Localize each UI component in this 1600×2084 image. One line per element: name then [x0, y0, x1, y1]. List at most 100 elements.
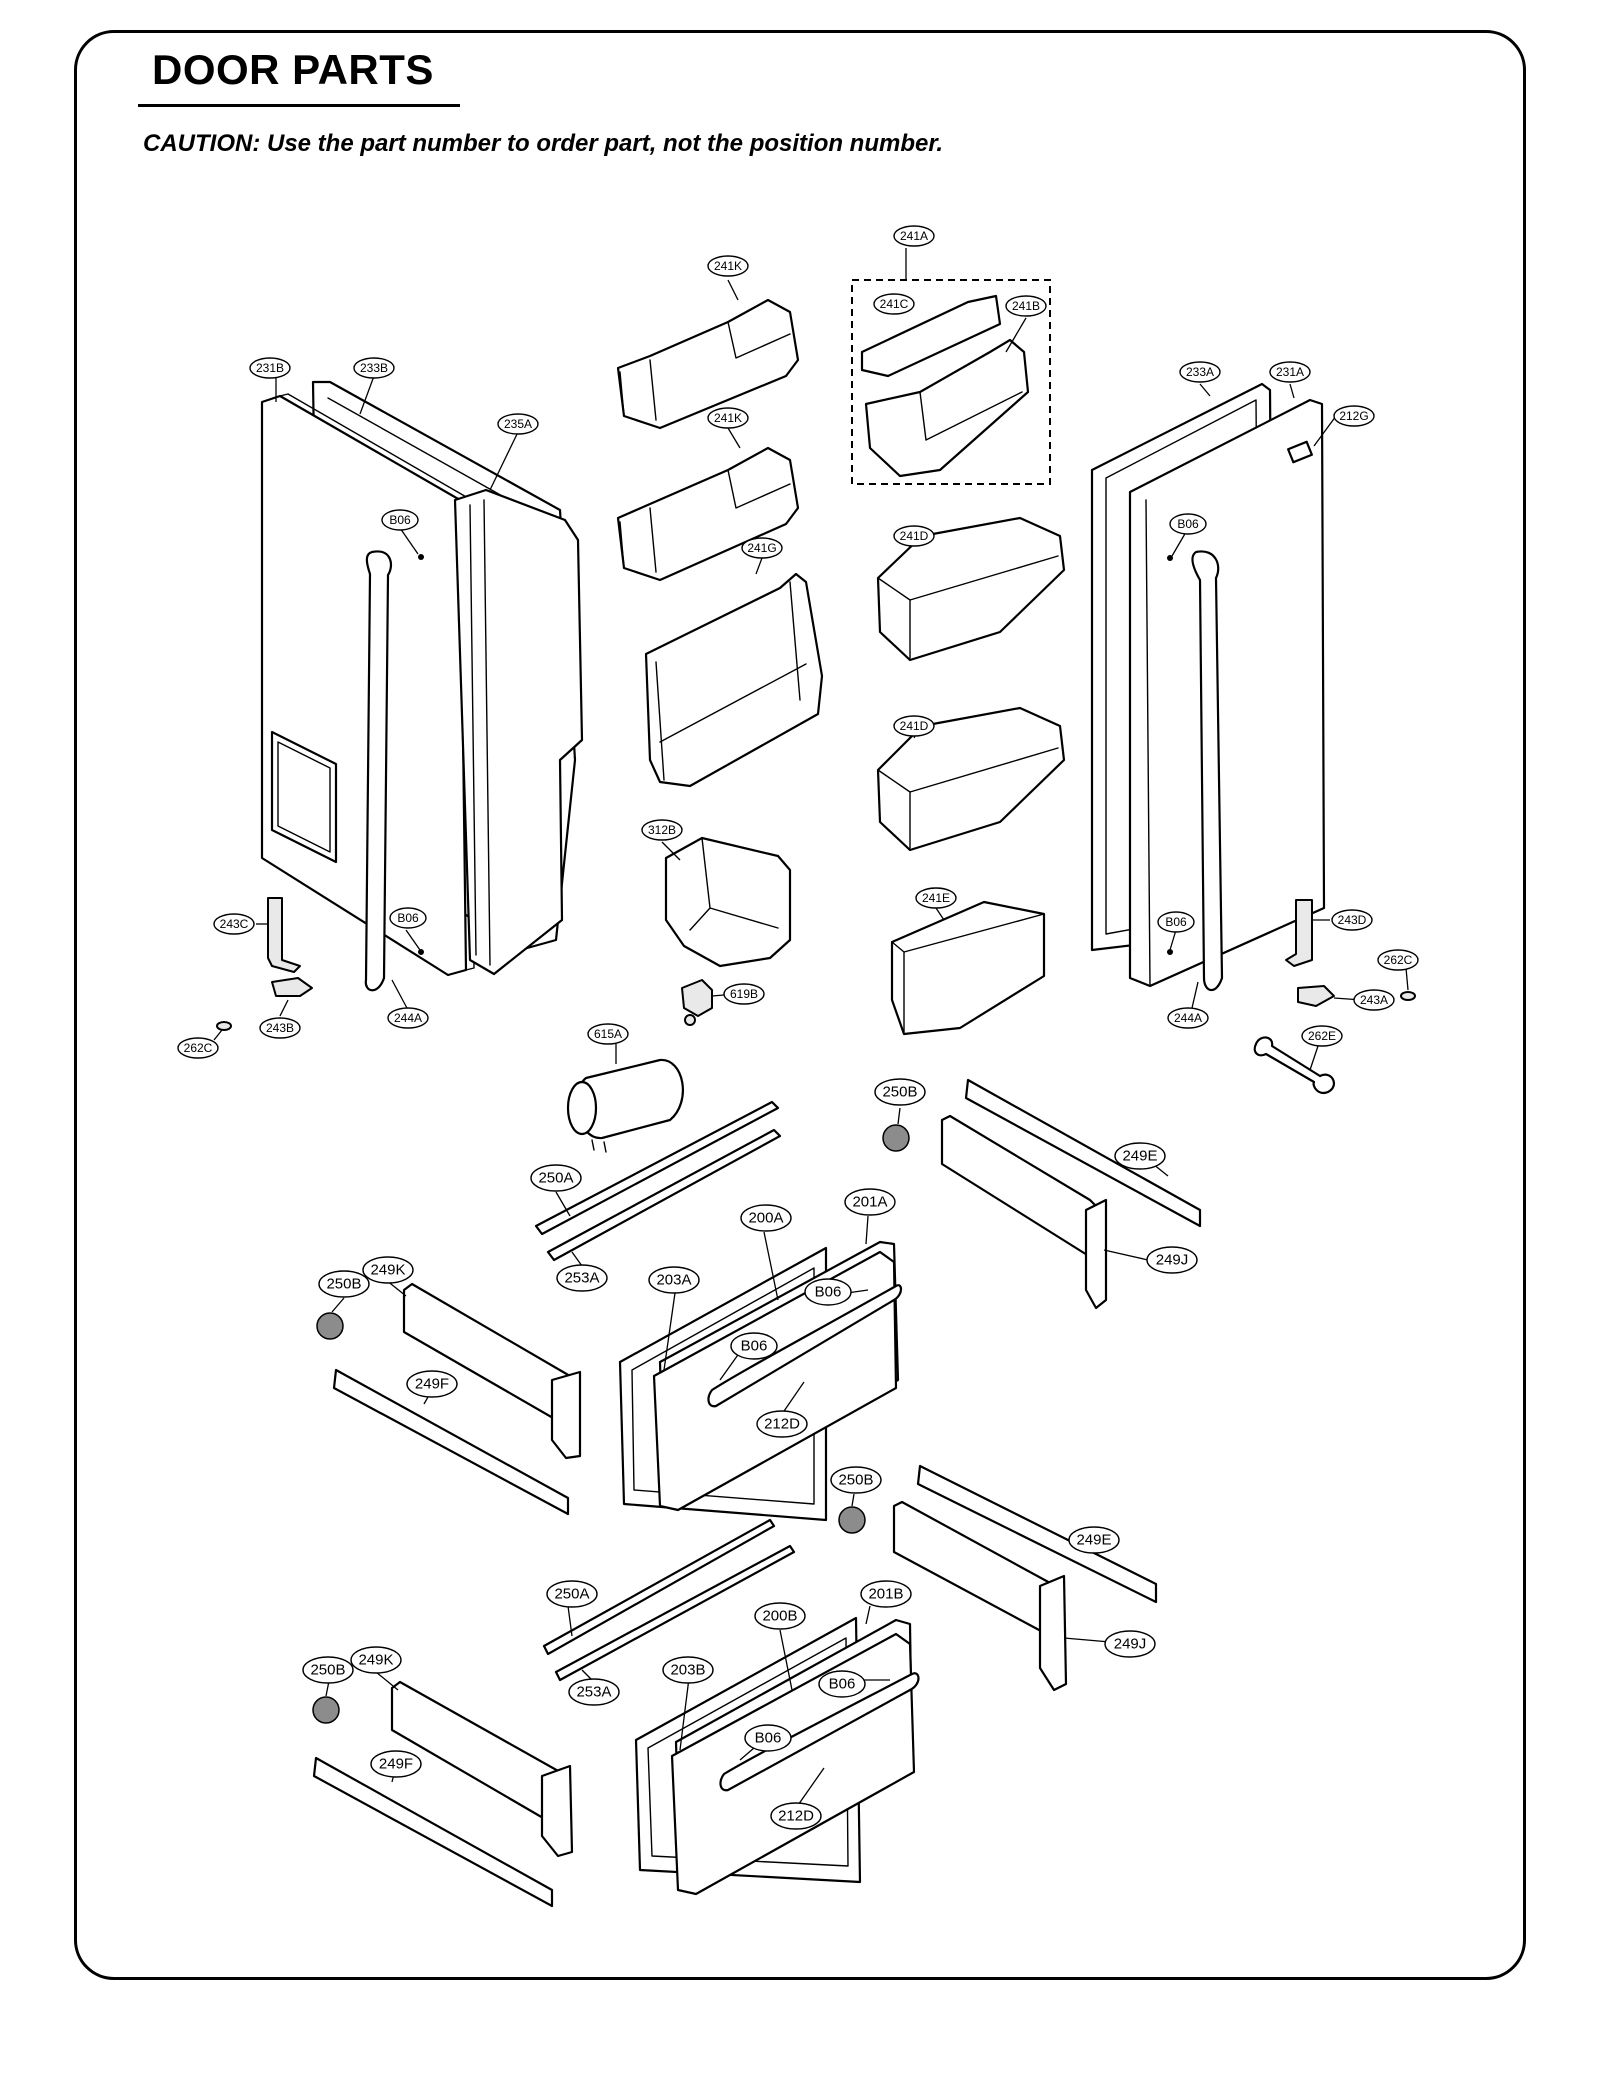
svg-text:241D: 241D — [900, 719, 929, 733]
callout-233B: 233B — [353, 357, 395, 379]
left-door-assembly — [216, 380, 584, 1031]
drawer-1-slide-rail-253a — [546, 1128, 782, 1262]
callout-244A-right: 244A — [1167, 1007, 1209, 1029]
callout-241B: 241B — [1005, 295, 1047, 317]
callout-312B: 312B — [641, 819, 683, 841]
callout-235A: 235A — [497, 413, 539, 435]
drawer-2-gear-left — [312, 1696, 340, 1724]
callout-249F-d1: 249F — [406, 1370, 458, 1398]
callout-203B: 203B — [662, 1656, 714, 1684]
drawer-1-bracket-right — [940, 1114, 1102, 1260]
water-filter-615a — [566, 1058, 684, 1153]
drawer-2-gear-right — [838, 1506, 866, 1534]
svg-text:B06: B06 — [815, 1284, 842, 1301]
drawer-1-bracket-left — [402, 1282, 572, 1424]
drawer-2-front-panel — [670, 1632, 916, 1896]
callout-241K-lower: 241K — [707, 407, 749, 429]
svg-text:241E: 241E — [922, 891, 950, 905]
svg-text:253A: 253A — [564, 1270, 599, 1287]
callout-B06-right-bottom: B06 — [1157, 911, 1195, 933]
callout-201B: 201B — [860, 1580, 912, 1608]
left-hinge-washer — [216, 1021, 232, 1031]
bin-241d-upper — [876, 516, 1066, 662]
callout-253A-d1: 253A — [556, 1264, 608, 1292]
left-door-handle — [364, 550, 392, 992]
svg-text:243B: 243B — [266, 1021, 294, 1035]
callout-250A-d1: 250A — [530, 1164, 582, 1192]
svg-text:241A: 241A — [900, 229, 928, 243]
right-hinge-cam — [1297, 985, 1335, 1007]
drawer-2-bracket-right-flange — [1038, 1574, 1068, 1692]
bin-241e — [890, 900, 1046, 1036]
drawer-2-bracket-left-flange — [540, 1764, 574, 1858]
svg-text:249J: 249J — [1156, 1252, 1189, 1269]
right-door-badge — [1287, 440, 1313, 464]
right-door-handle — [1191, 550, 1224, 992]
drawer-1-rail-249f — [332, 1368, 570, 1516]
bin-241a-assembly — [851, 279, 1051, 485]
door-bin-241k-upper — [616, 298, 800, 430]
callout-250B-d1-right: 250B — [874, 1078, 926, 1106]
svg-text:B06: B06 — [1165, 915, 1187, 929]
callout-250B-d1-left: 250B — [318, 1270, 370, 1298]
svg-text:241C: 241C — [880, 297, 909, 311]
callout-241D-lower: 241D — [893, 715, 935, 737]
callout-212D-d2: 212D — [770, 1802, 822, 1830]
svg-text:200B: 200B — [762, 1608, 797, 1625]
callout-243A: 243A — [1353, 989, 1395, 1011]
svg-text:241D: 241D — [900, 529, 929, 543]
drawer-1-assembly — [316, 1078, 1202, 1522]
svg-text:241B: 241B — [1012, 299, 1040, 313]
left-hinge-bracket — [267, 897, 301, 973]
callout-250B-d2-right: 250B — [830, 1466, 882, 1494]
callout-B06-left-bottom: B06 — [389, 907, 427, 929]
svg-text:212D: 212D — [764, 1416, 800, 1433]
svg-text:241G: 241G — [747, 541, 776, 555]
svg-text:200A: 200A — [748, 1210, 783, 1227]
svg-text:262C: 262C — [1384, 953, 1413, 967]
drawer-1-handle — [707, 1284, 903, 1408]
svg-text:243A: 243A — [1360, 993, 1388, 1007]
svg-text:212D: 212D — [778, 1808, 814, 1825]
svg-text:231B: 231B — [256, 361, 284, 375]
callout-249J-d2: 249J — [1104, 1630, 1156, 1658]
callout-262C-right: 262C — [1377, 949, 1419, 971]
svg-text:253A: 253A — [576, 1684, 611, 1701]
callout-249E-d2: 249E — [1068, 1526, 1120, 1554]
callout-250A-d2: 250A — [546, 1580, 598, 1608]
left-hinge-cam — [271, 977, 313, 997]
left-door-dispenser-cover — [270, 730, 338, 864]
callout-249K-d2: 249K — [350, 1646, 402, 1674]
page-frame — [74, 30, 1526, 1980]
svg-text:B06: B06 — [829, 1676, 856, 1693]
callout-B06-d1-b: B06 — [730, 1332, 778, 1360]
callouts: 231B 233B 235A 241K 241K 241A 241C 241B … — [177, 225, 1419, 1830]
drawer-2-bracket-right — [892, 1500, 1064, 1640]
callout-201A: 201A — [844, 1188, 896, 1216]
svg-text:249J: 249J — [1114, 1636, 1147, 1653]
callout-249J-d1: 249J — [1146, 1246, 1198, 1274]
callout-262C-left: 262C — [177, 1037, 219, 1059]
callout-250B-d2-left: 250B — [302, 1656, 354, 1684]
callout-249K-d1: 249K — [362, 1256, 414, 1284]
callout-615A: 615A — [587, 1023, 629, 1045]
svg-text:243D: 243D — [1338, 913, 1367, 927]
callout-241A: 241A — [893, 225, 935, 247]
drawer-1-gear-right — [882, 1124, 910, 1152]
callout-243C: 243C — [213, 913, 255, 935]
svg-text:B06: B06 — [741, 1338, 768, 1355]
door-bin-241g — [644, 572, 824, 788]
drawer-2-slide-rail-253a — [554, 1544, 796, 1682]
svg-text:615A: 615A — [594, 1027, 622, 1041]
right-hinge-washer — [1400, 991, 1416, 1001]
svg-text:619B: 619B — [730, 987, 758, 1001]
callout-B06-d2-a: B06 — [818, 1670, 866, 1698]
bin-241b-tray — [864, 338, 1030, 478]
callout-249E-d1: 249E — [1114, 1142, 1166, 1170]
svg-text:250B: 250B — [882, 1084, 917, 1101]
svg-text:250B: 250B — [326, 1276, 361, 1293]
svg-text:249F: 249F — [379, 1756, 413, 1773]
svg-text:262C: 262C — [184, 1041, 213, 1055]
right-door-assembly — [1090, 382, 1416, 1094]
svg-text:312B: 312B — [648, 823, 676, 837]
